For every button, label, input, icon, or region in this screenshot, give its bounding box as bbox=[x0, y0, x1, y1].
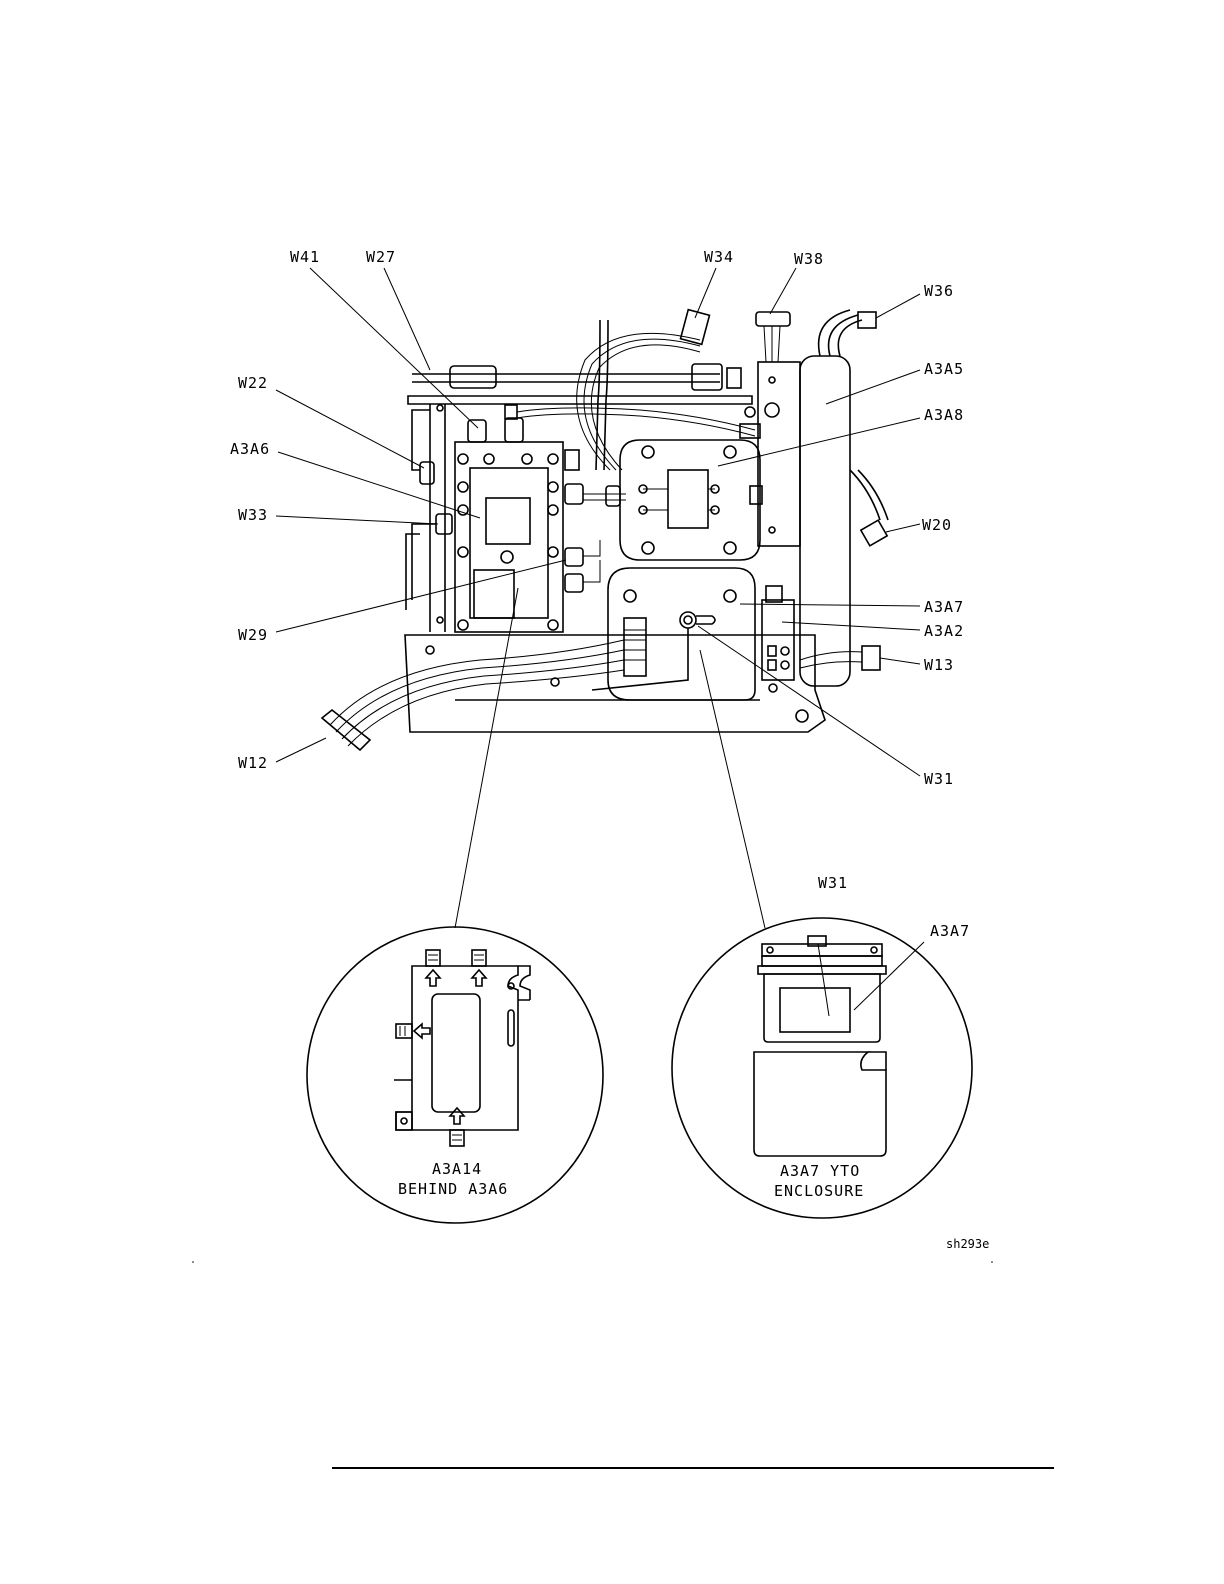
label-a3a5: A3A5 bbox=[924, 360, 964, 378]
label-w13: W13 bbox=[924, 656, 954, 674]
label-a3a7: A3A7 bbox=[924, 598, 964, 616]
a3a6-screws bbox=[458, 454, 558, 630]
label-w27: W27 bbox=[366, 248, 396, 266]
footer-rule bbox=[332, 1467, 1054, 1469]
corner-dot-left bbox=[192, 1261, 194, 1263]
corner-dot-right bbox=[991, 1261, 993, 1263]
main-assembly bbox=[322, 310, 888, 750]
label-w33: W33 bbox=[238, 506, 268, 524]
detail-right-caption-2: ENCLOSURE bbox=[774, 1182, 864, 1200]
label-detail-w31: W31 bbox=[818, 874, 848, 892]
label-w36: W36 bbox=[924, 282, 954, 300]
label-detail-a3a7: A3A7 bbox=[930, 922, 970, 940]
label-w38: W38 bbox=[794, 250, 824, 268]
detail-left-caption-2: BEHIND A3A6 bbox=[398, 1180, 508, 1198]
detail-right-caption-1: A3A7 YTO bbox=[780, 1162, 860, 1180]
label-w22: W22 bbox=[238, 374, 268, 392]
label-a3a2: A3A2 bbox=[924, 622, 964, 640]
label-a3a6: A3A6 bbox=[230, 440, 270, 458]
label-w34: W34 bbox=[704, 248, 734, 266]
label-w20: W20 bbox=[922, 516, 952, 534]
figure-reference: sh293e bbox=[946, 1237, 989, 1251]
label-w31: W31 bbox=[924, 770, 954, 788]
label-w12: W12 bbox=[238, 754, 268, 772]
detail-left-caption-1: A3A14 bbox=[432, 1160, 482, 1178]
detail-a3a14 bbox=[307, 927, 603, 1223]
label-a3a8: A3A8 bbox=[924, 406, 964, 424]
label-w29: W29 bbox=[238, 626, 268, 644]
leader-lines bbox=[276, 268, 920, 928]
label-w41: W41 bbox=[290, 248, 320, 266]
